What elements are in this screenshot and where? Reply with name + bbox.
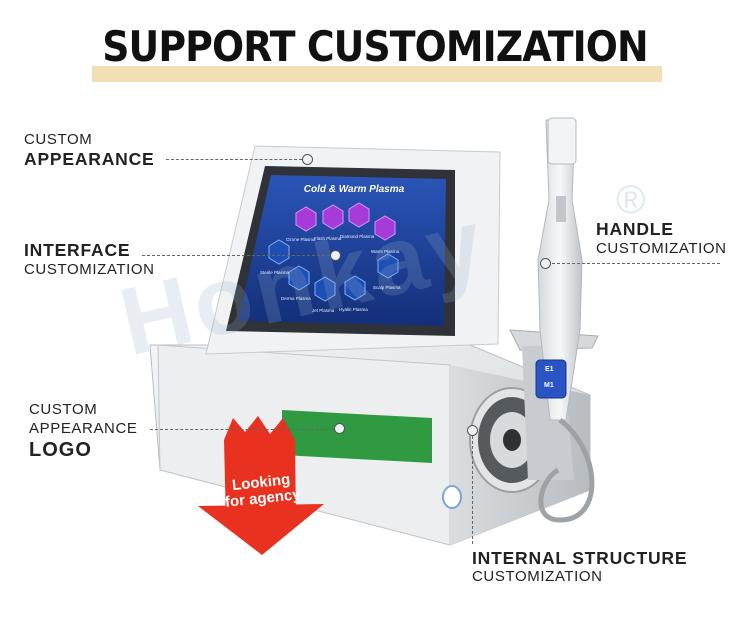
callout-interface-line1: INTERFACE <box>24 240 131 260</box>
callout-interface-dot <box>330 250 341 261</box>
callout-logo-line3: LOGO <box>29 439 92 461</box>
callout-logo-line <box>150 429 334 430</box>
power-knob <box>442 485 462 509</box>
callout-internal-line1: INTERNAL STRUCTURE <box>472 548 688 568</box>
callout-appearance-line1: CUSTOM <box>24 131 93 148</box>
callout-handle-dot <box>540 258 551 269</box>
callout-handle-line2: CUSTOMIZATION <box>596 240 727 257</box>
handle-button-e1: E1 <box>545 366 554 373</box>
screen-tiles-blue <box>268 239 399 302</box>
callout-appearance-dot <box>302 154 313 165</box>
handpiece-cable <box>538 418 595 523</box>
tile-diamond <box>348 202 370 228</box>
tile-label-flash: Flash Plasma <box>314 236 342 241</box>
callout-logo-dot <box>334 423 345 434</box>
tile-label-derma: Derma Plasma <box>281 296 311 301</box>
tile-jet <box>314 276 336 302</box>
screen-display <box>238 175 446 326</box>
tile-label-hyalin: Hyalin Plasma <box>339 307 368 312</box>
handpiece <box>537 119 583 421</box>
callout-interface-line2: CUSTOMIZATION <box>24 261 155 278</box>
callout-appearance-line <box>166 159 302 160</box>
tile-flash <box>322 204 344 230</box>
tile-label-sterile: Sterile Plasma <box>260 270 290 275</box>
tile-label-ozone: Ozone Plasma <box>286 237 316 242</box>
tile-label-warm: Warm Plasma <box>371 249 400 254</box>
callout-logo-line2: APPEARANCE <box>29 420 138 437</box>
logo-panel <box>282 410 432 463</box>
agency-badge-arrow <box>198 504 324 555</box>
tile-label-scalp: Scalp Plasma <box>373 285 401 290</box>
callout-interface-line <box>142 255 330 256</box>
tile-hyalin <box>344 275 366 301</box>
callout-internal-dot <box>467 425 478 436</box>
callout-internal-line <box>472 436 473 544</box>
callout-appearance-line2: APPEARANCE <box>24 149 155 169</box>
tile-sterile <box>268 239 290 265</box>
callout-handle-line <box>552 263 720 264</box>
tile-label-jet: Jet Plasma <box>312 308 335 313</box>
handle-control-panel <box>535 359 567 399</box>
callout-handle-line1: HANDLE <box>596 219 674 239</box>
headline: SUPPORT CUSTOMIZATION <box>102 22 648 71</box>
agency-badge-flame <box>224 416 296 524</box>
tile-ozone <box>295 206 317 232</box>
handle-button-m1: M1 <box>544 382 554 389</box>
tile-warm <box>374 215 396 241</box>
tile-derma <box>288 265 310 291</box>
screen-tiles <box>295 202 396 241</box>
tile-scalp <box>377 253 399 279</box>
tile-label-diamond: Diamond Plasma <box>340 234 375 239</box>
headline-underline-band <box>92 66 662 82</box>
handpiece-tip <box>547 117 577 165</box>
callout-internal-line2: CUSTOMIZATION <box>472 568 603 585</box>
registered-mark: ® <box>616 178 646 222</box>
callout-logo-line1: CUSTOM <box>29 401 98 418</box>
screen-title: Cold & Warm Plasma <box>303 184 405 195</box>
